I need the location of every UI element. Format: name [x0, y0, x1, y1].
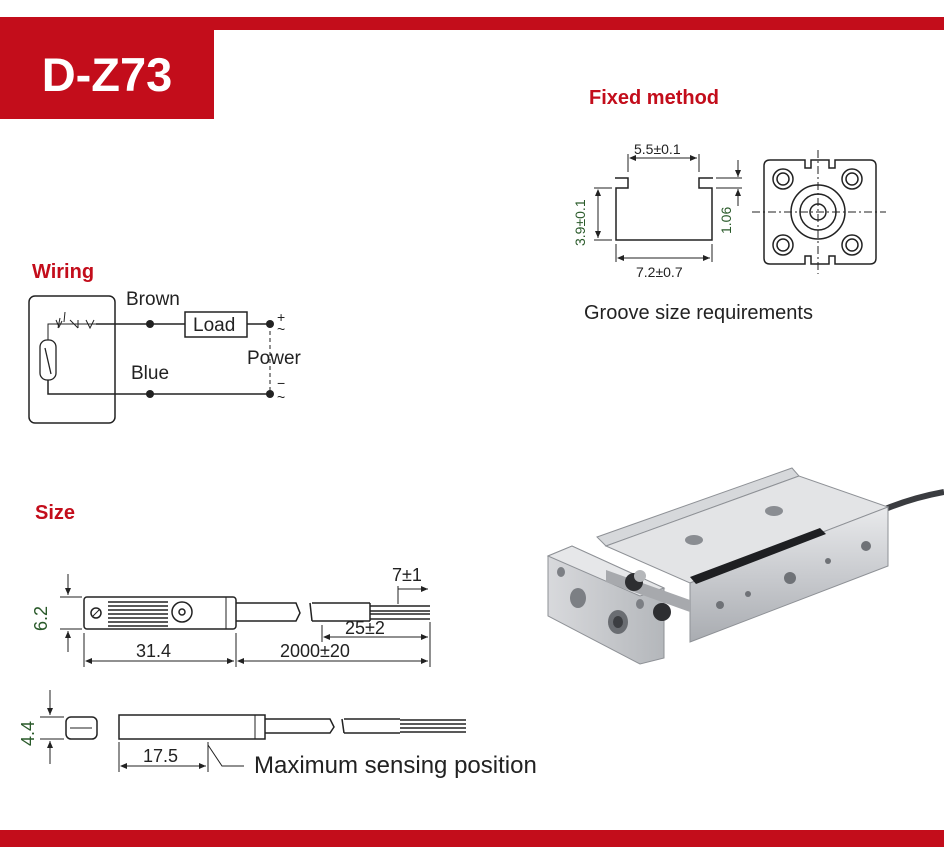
- fixed-method-heading: Fixed method: [589, 87, 720, 109]
- sensing-caption: Maximum sensing position: [254, 752, 537, 779]
- power-plus-sign: +: [277, 309, 285, 325]
- dim-thickness: 4.4: [18, 721, 38, 746]
- groove-dim-right: 1.06: [718, 207, 734, 234]
- wiring-diagram: [28, 295, 271, 424]
- size-heading: Size: [35, 502, 76, 524]
- groove-dim-bottom: 7.2±0.7: [636, 264, 683, 280]
- groove-caption: Groove size requirements: [584, 302, 813, 324]
- power-minus-sign: −: [277, 375, 285, 391]
- model-title: D-Z73: [0, 30, 214, 119]
- wiring-heading: Wiring: [32, 261, 95, 283]
- load-label: Load: [193, 315, 235, 336]
- dim-sensing-length: 17.5: [143, 746, 178, 766]
- power-plus-tilde: ~: [277, 321, 285, 337]
- groove-dim-left: 3.9±0.1: [572, 199, 588, 246]
- brown-node: [146, 320, 154, 328]
- sensor-side-view: [40, 690, 466, 772]
- cylinder-product-image: [546, 467, 944, 665]
- dim-tip-length: 7±1: [392, 565, 422, 585]
- wire-blue-label: Blue: [131, 363, 169, 384]
- groove-profile-drawing: [594, 154, 742, 262]
- power-plus-node: [266, 320, 274, 328]
- dim-height: 6.2: [31, 606, 51, 631]
- power-minus-tilde: ~: [277, 389, 285, 405]
- groove-dim-top: 5.5±0.1: [634, 141, 681, 157]
- dim-strip-length: 25±2: [345, 618, 385, 638]
- bottom-red-bar: [0, 830, 944, 847]
- top-red-bar: [0, 17, 944, 30]
- dim-body-length: 31.4: [136, 641, 171, 661]
- power-minus-node: [266, 390, 274, 398]
- dim-cable-length: 2000±20: [280, 641, 350, 661]
- wire-brown-label: Brown: [126, 289, 180, 310]
- power-label: Power: [247, 348, 302, 369]
- sensor-top-view: [60, 574, 431, 667]
- blue-node: [146, 390, 154, 398]
- cylinder-end-view: [752, 150, 886, 274]
